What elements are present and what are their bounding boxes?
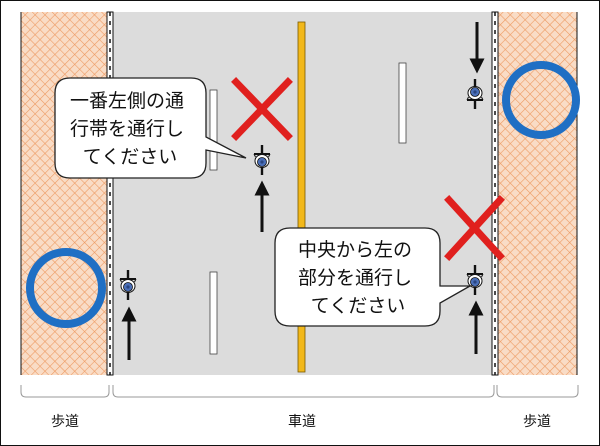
left-sidewalk-label: 歩道 [51, 414, 79, 430]
wrong-cross-left-icon [231, 77, 293, 141]
right-sidewalk-label: 歩道 [523, 414, 551, 430]
lane-divider-right [398, 62, 407, 144]
zone-brackets [20, 385, 579, 398]
right-callout-line-1: 中央から左の [298, 239, 412, 261]
right-curb [491, 11, 499, 376]
svg-text:一番左側の通 行帯を通行し てくださ: 一番左側の通 行帯を通行し てください [70, 90, 190, 168]
correct-circle-right-icon [502, 61, 580, 139]
wrong-cross-right-icon [444, 195, 505, 261]
lane-divider-left [209, 89, 218, 355]
left-callout-line-2: 行帯を通行し [70, 118, 184, 140]
right-callout-line-3: てください [311, 295, 405, 317]
roadway-label: 車道 [288, 413, 316, 430]
right-callout: 中央から左の 部分を通行し てください [274, 227, 473, 327]
center-line [297, 21, 306, 373]
correct-circle-left-icon [26, 248, 106, 328]
left-callout-line-1: 一番左側の通 [70, 90, 184, 112]
svg-text:中央から左の 部分を通行し てくださ: 中央から左の 部分を通行し てください [298, 239, 418, 317]
left-callout: 一番左側の通 行帯を通行し てください [54, 77, 247, 179]
left-callout-line-3: てください [83, 146, 177, 168]
left-curb [106, 11, 114, 376]
right-callout-line-2: 部分を通行し [298, 267, 412, 289]
